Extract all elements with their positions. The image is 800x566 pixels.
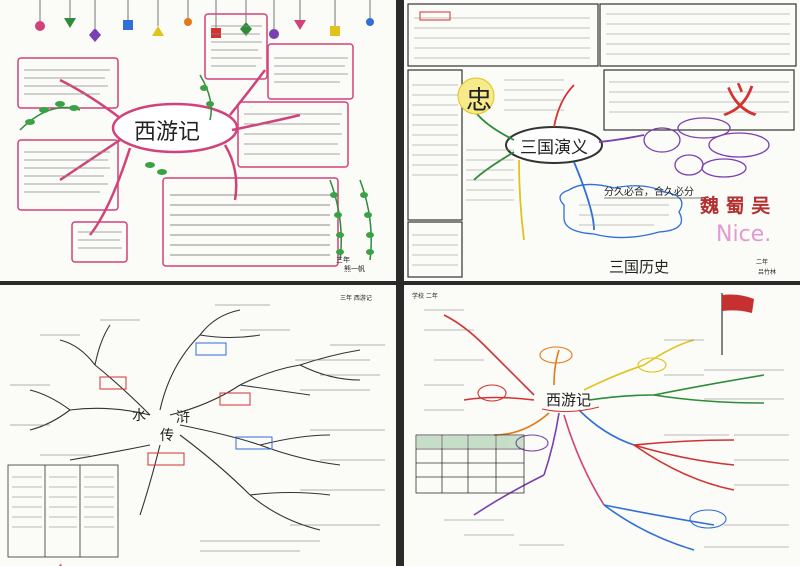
panel2-author-sig: 吕竹林 bbox=[758, 269, 777, 276]
panel3-header: 三年 西游记 bbox=[340, 295, 372, 302]
hanging-diamond-icon bbox=[240, 22, 252, 36]
hanging-triangle-icon bbox=[294, 20, 306, 30]
panel1-grade: 三年 bbox=[336, 256, 350, 264]
hanging-circle-icon bbox=[35, 21, 45, 31]
hanging-square-icon bbox=[330, 26, 340, 36]
righteousness-character: 义 bbox=[722, 81, 759, 122]
panel2-drawing bbox=[407, 3, 797, 278]
hanging-circle-icon bbox=[366, 18, 374, 26]
nice-label: Nice. bbox=[716, 222, 772, 247]
panel1-title: 西游记 bbox=[134, 120, 201, 145]
panel3-title-char-1: 水 bbox=[132, 408, 146, 424]
panel-journey-west-color: 西游记 学校 二年 bbox=[404, 285, 800, 566]
panel1-drawing bbox=[17, 0, 374, 267]
panel4-header: 学校 二年 bbox=[412, 293, 438, 300]
hanging-circle-icon bbox=[269, 29, 279, 39]
panel2-grade: 二年 bbox=[756, 259, 769, 266]
panel4-title: 西游记 bbox=[546, 391, 592, 409]
panel3-title-char-3: 传 bbox=[160, 428, 174, 444]
panel4-drawing bbox=[415, 293, 789, 551]
hanging-diamond-icon bbox=[89, 28, 101, 42]
kingdoms-label: 魏 蜀 吴 bbox=[700, 195, 771, 217]
panel2-motto: 分久必合，合久必分 bbox=[604, 187, 694, 198]
hanging-square-icon bbox=[123, 20, 133, 30]
hanging-square-icon bbox=[211, 28, 221, 38]
panel-journey-west-pink: 西游记 三年 熊一帆 bbox=[0, 0, 396, 281]
hanging-triangle-icon bbox=[64, 18, 76, 28]
panel3-title-char-2: 浒 bbox=[176, 410, 190, 426]
panel-three-kingdoms: 忠 义 三国演义 分久必合，合久必分 魏 蜀 吴 Nice. 三国历史 二年 吕… bbox=[404, 0, 800, 281]
panel2-title: 三国演义 bbox=[520, 138, 588, 158]
hanging-circle-icon bbox=[184, 18, 192, 26]
flag-icon bbox=[722, 294, 754, 313]
panel2-history: 三国历史 bbox=[609, 258, 670, 276]
panel3-drawing bbox=[7, 304, 385, 566]
loyalty-character: 忠 bbox=[466, 86, 493, 116]
panel-water-margin: 水 浒 传 三年 西游记 bbox=[0, 285, 396, 566]
hanging-triangle-icon bbox=[152, 26, 164, 36]
panel1-author: 熊一帆 bbox=[344, 265, 365, 273]
